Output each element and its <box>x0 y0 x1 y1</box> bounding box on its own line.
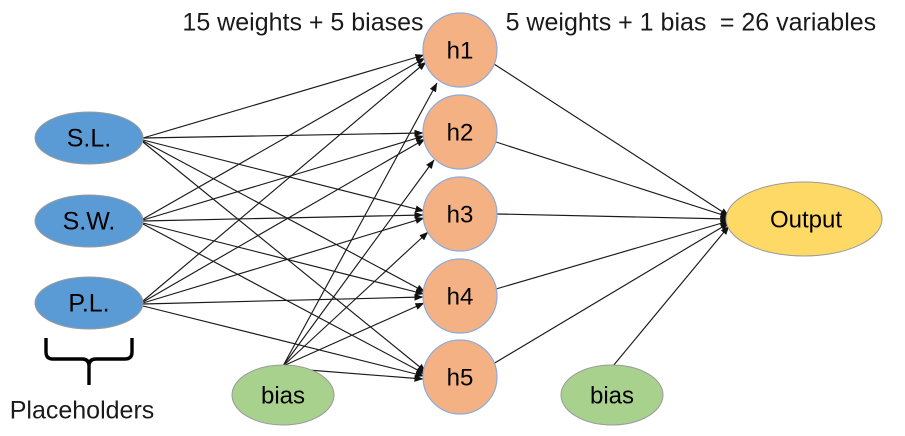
hidden-node-h5-label: h5 <box>447 364 474 391</box>
hidden-node-h2-label: h2 <box>447 119 474 146</box>
hidden-node-h3-label: h3 <box>447 201 474 228</box>
hidden-node-h2[interactable]: h2 <box>422 94 498 170</box>
edge-group-hidden-to-output <box>492 63 730 367</box>
placeholders-label: Placeholders <box>10 397 155 425</box>
annotation-group: 15 weights + 5 biases 5 weights + 1 bias… <box>10 9 876 425</box>
input-node-pl-shape <box>34 276 144 330</box>
edge-sw-h1 <box>142 57 426 220</box>
edge-pl-h1 <box>142 61 427 302</box>
hidden-node-h3[interactable]: h3 <box>422 176 498 252</box>
edge-pl-h3 <box>142 217 425 304</box>
edge-sw-h3 <box>142 211 424 222</box>
hidden-node-h5-shape <box>422 339 498 415</box>
edge-bias2-output <box>612 225 730 367</box>
edge-bias1-h3 <box>282 231 429 367</box>
edge-h5-output <box>492 222 730 365</box>
output-node-label: Output <box>770 206 842 233</box>
edge-pl-h4 <box>142 293 424 305</box>
edge-bias1-h2 <box>282 159 435 367</box>
edge-sl-h4 <box>142 140 426 293</box>
hidden-node-h1[interactable]: h1 <box>422 12 498 88</box>
edge-group-input-to-hidden <box>142 54 438 382</box>
edge-sl-h5 <box>142 141 427 373</box>
output-node[interactable]: Output <box>725 181 883 257</box>
edge-bias1-h4 <box>282 302 425 367</box>
bias-node-output-label: bias <box>590 382 634 409</box>
hidden-node-h4-label: h4 <box>447 283 474 310</box>
hidden-layer: h1 h2 h3 h4 h5 <box>422 12 498 415</box>
input-node-sw-label: S.W. <box>63 208 116 236</box>
edge-pl-h2 <box>142 138 426 303</box>
edge-h1-output <box>493 63 730 217</box>
input-node-sw[interactable]: S.W. <box>34 194 144 248</box>
bias-node-output-shape <box>560 364 664 426</box>
bias-node-output[interactable]: bias <box>560 364 664 426</box>
placeholders-brace <box>44 338 134 385</box>
annotation-hidden-params: 15 weights + 5 biases <box>182 9 423 37</box>
edge-sl-h2 <box>142 129 424 139</box>
bias-node-hidden-label: bias <box>261 382 305 409</box>
edge-bias1-h1 <box>282 82 438 367</box>
edge-h3-output <box>496 213 730 223</box>
hidden-node-h1-shape <box>422 12 498 88</box>
input-node-pl[interactable]: P.L. <box>34 276 144 330</box>
hidden-node-h1-label: h1 <box>447 37 474 64</box>
edge-h4-output <box>495 220 730 290</box>
annotation-total-params: = 26 variables <box>720 9 876 37</box>
input-layer: S.L. S.W. P.L. <box>34 111 144 330</box>
input-node-pl-label: P.L. <box>68 290 109 318</box>
input-node-sl-label: S.L. <box>67 125 111 153</box>
input-node-sl-shape <box>34 111 144 165</box>
curly-brace-icon <box>44 338 134 367</box>
edge-pl-h5 <box>142 305 425 378</box>
hidden-node-h5[interactable]: h5 <box>422 339 498 415</box>
edge-sw-h5 <box>142 223 426 375</box>
hidden-node-h4-shape <box>422 258 498 334</box>
bias-node-hidden-shape <box>231 364 335 426</box>
hidden-node-h4[interactable]: h4 <box>422 258 498 334</box>
hidden-node-h2-shape <box>422 94 498 170</box>
edge-sl-h3 <box>142 139 425 213</box>
input-node-sl[interactable]: S.L. <box>34 111 144 165</box>
edge-sw-h2 <box>142 135 425 221</box>
edge-sl-h1 <box>142 54 425 139</box>
annotation-output-params: 5 weights + 1 bias <box>506 9 707 37</box>
output-node-shape <box>725 181 883 257</box>
bias-node-hidden[interactable]: bias <box>231 364 335 426</box>
edge-sw-h4 <box>142 222 425 296</box>
input-node-sw-shape <box>34 194 144 248</box>
edge-h2-output <box>495 141 730 218</box>
hidden-node-h3-shape <box>422 176 498 252</box>
